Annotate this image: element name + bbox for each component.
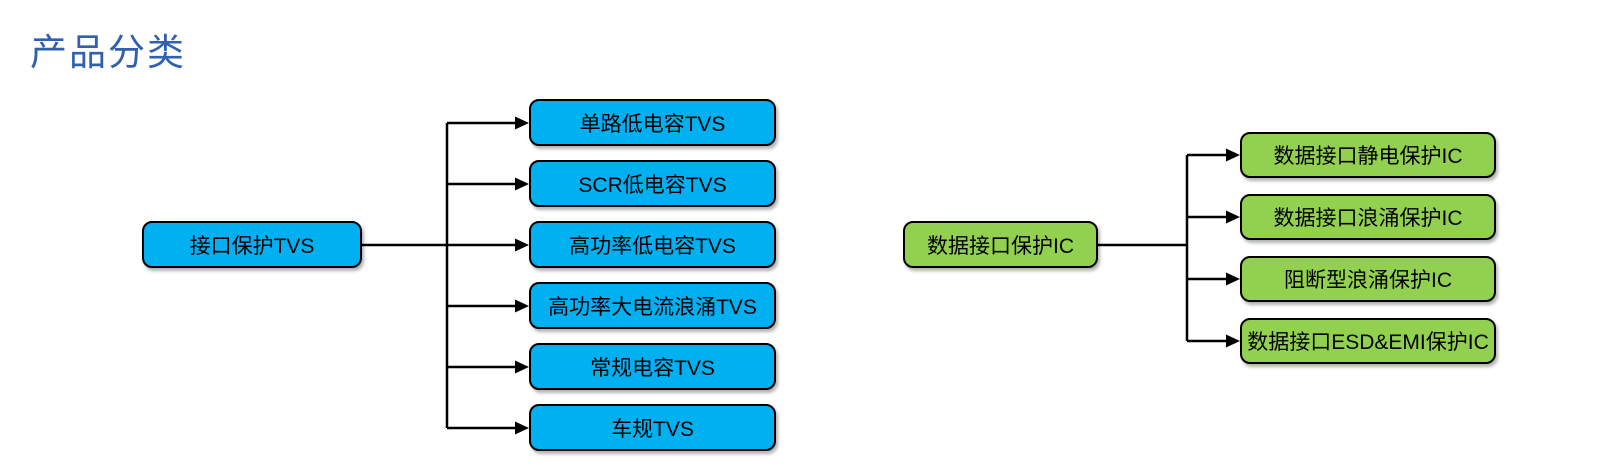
arrowhead-icon (1226, 148, 1240, 162)
arrowhead-icon (515, 421, 529, 435)
ic-child-node: 数据接口浪涌保护IC (1240, 194, 1496, 240)
tvs-child-node: 单路低电容TVS (529, 99, 776, 146)
ic-root-node: 数据接口保护IC (903, 221, 1098, 268)
tvs-child-node: 常规电容TVS (529, 343, 776, 390)
ic-child-node: 数据接口ESD&EMI保护IC (1240, 318, 1496, 364)
ic-tree-connectors (1098, 148, 1240, 348)
page-title: 产品分类 (30, 32, 186, 73)
arrowhead-icon (515, 177, 529, 191)
tvs-child-node: 高功率大电流浪涌TVS (529, 282, 776, 329)
ic-child-node: 数据接口静电保护IC (1240, 132, 1496, 178)
arrowhead-icon (1226, 334, 1240, 348)
arrowhead-icon (515, 238, 529, 252)
tvs-child-node: 高功率低电容TVS (529, 221, 776, 268)
tvs-root-node: 接口保护TVS (142, 221, 362, 268)
tvs-child-node: 车规TVS (529, 404, 776, 451)
ic-child-node: 阻断型浪涌保护IC (1240, 256, 1496, 302)
arrowhead-icon (515, 116, 529, 130)
tvs-child-node: SCR低电容TVS (529, 160, 776, 207)
tvs-tree-connectors (362, 116, 529, 435)
arrowhead-icon (1226, 272, 1240, 286)
arrowhead-icon (515, 299, 529, 313)
arrowhead-icon (1226, 210, 1240, 224)
arrowhead-icon (515, 360, 529, 374)
